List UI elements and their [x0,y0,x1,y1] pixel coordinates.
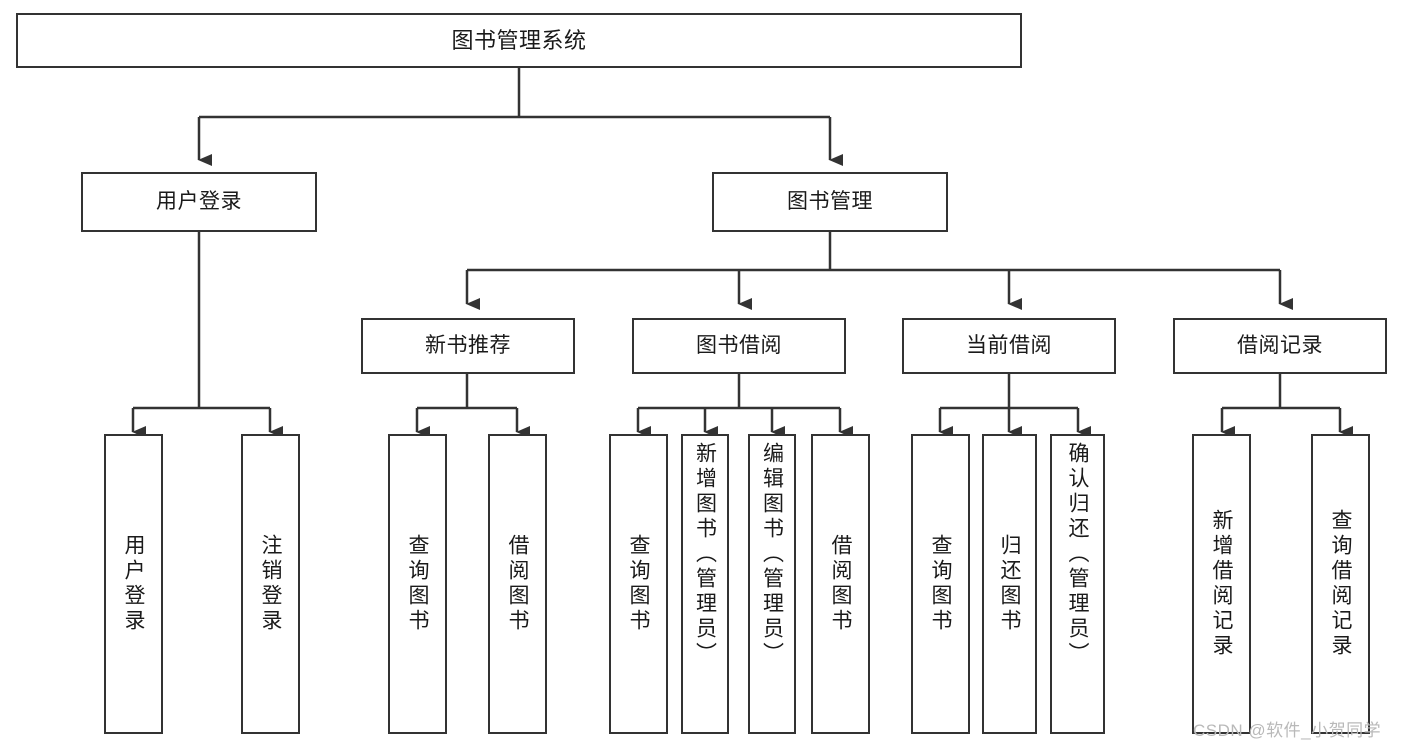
csdn-watermark: CSDN @软件_小贺同学 [1193,721,1382,740]
node-label: 查询借阅记录 [1329,509,1352,659]
leaf-book-borrow-edit-book-admin[interactable]: 编辑图书（管理员） [748,434,796,734]
leaf-book-borrow-query-book[interactable]: 查询图书 [609,434,668,734]
node-label: 查询图书 [929,534,952,634]
node-label: 用户登录 [122,534,145,634]
node-new-book-recommend[interactable]: 新书推荐 [361,318,575,374]
node-label: 新增借阅记录 [1210,509,1233,659]
leaf-new-book-query-book[interactable]: 查询图书 [388,434,447,734]
leaf-new-book-borrow-book[interactable]: 借阅图书 [488,434,547,734]
node-current-borrow[interactable]: 当前借阅 [902,318,1116,374]
node-book-management[interactable]: 图书管理 [712,172,948,232]
leaf-user-login-sign-in[interactable]: 用户登录 [104,434,163,734]
node-book-borrow[interactable]: 图书借阅 [632,318,846,374]
node-label: 当前借阅 [966,333,1052,357]
node-label: 借阅记录 [1237,333,1323,357]
leaf-borrow-record-add-record[interactable]: 新增借阅记录 [1192,434,1251,734]
leaf-book-borrow-add-book-admin[interactable]: 新增图书（管理员） [681,434,729,734]
node-label: 注销登录 [259,534,282,634]
node-label: 确认归还（管理员） [1066,442,1089,667]
node-label: 图书管理 [787,189,873,213]
leaf-user-login-sign-out[interactable]: 注销登录 [241,434,300,734]
node-label: 借阅图书 [506,534,529,634]
leaf-current-borrow-confirm-return-admin[interactable]: 确认归还（管理员） [1050,434,1105,734]
leaf-current-borrow-return-book[interactable]: 归还图书 [982,434,1037,734]
node-label: 新增图书（管理员） [693,442,717,667]
node-label: 查询图书 [406,534,429,634]
leaf-book-borrow-borrow-book[interactable]: 借阅图书 [811,434,870,734]
node-label: 图书管理系统 [451,27,587,53]
node-root-book-management-system[interactable]: 图书管理系统 [16,13,1022,68]
node-label: 用户登录 [156,189,242,213]
node-borrow-record[interactable]: 借阅记录 [1173,318,1387,374]
node-label: 图书借阅 [696,333,782,357]
node-label: 查询图书 [627,534,650,634]
node-label: 编辑图书（管理员） [760,442,784,667]
node-label: 借阅图书 [829,534,852,634]
leaf-borrow-record-query-record[interactable]: 查询借阅记录 [1311,434,1370,734]
leaf-current-borrow-query-book[interactable]: 查询图书 [911,434,970,734]
node-label: 新书推荐 [425,333,511,357]
node-user-login[interactable]: 用户登录 [81,172,317,232]
node-label: 归还图书 [998,534,1021,634]
